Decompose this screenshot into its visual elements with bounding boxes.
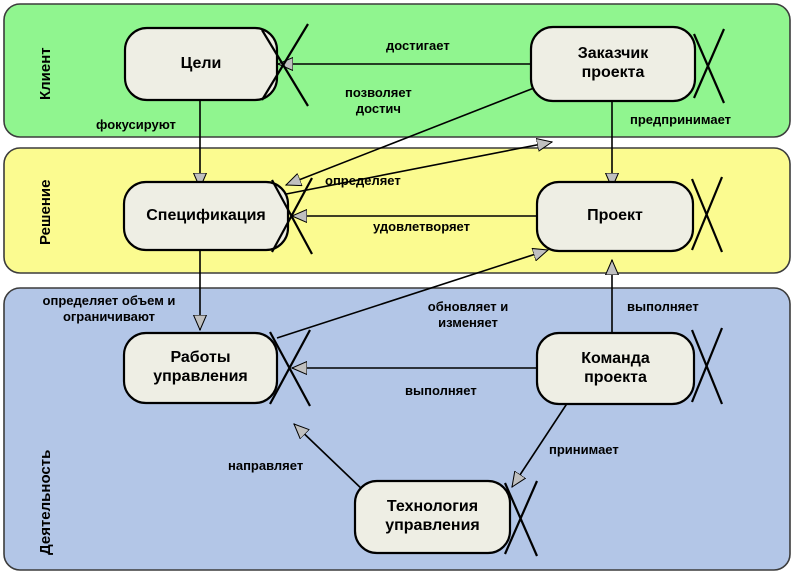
edge-label-opredelyaet-obem: определяет объем и ограничивают [19,293,199,324]
edge-label-opredelyaet-obem-line2: ограничивают [62,308,156,324]
node-project[interactable] [535,180,695,253]
cross-mark-customer-b [692,28,726,99]
edge-label-pozvolyaet-line1: позволяет [345,85,412,100]
edge-prinimaet [512,401,569,487]
cross-mark-project-b [690,176,724,251]
edge-label-obnovlyaet-izmenyaet: обновляет и изменяет [408,299,528,330]
edge-label-predprinimaet: предпринимает [630,112,732,127]
edge-label-pozvolyaet-dostich: позволяет достич [345,85,412,116]
edge-label-fokusiruyut: фокусируют [96,117,176,132]
edge-opredelyaet [275,142,552,197]
node-works[interactable] [122,331,279,405]
edge-label-napravlyaet: направляет [228,458,304,473]
cross-mark-customer-a [692,33,726,104]
band-label-activity: Деятельность [37,449,54,555]
edge-label-vypolnyaet-project: выполняет [627,299,699,314]
node-technology[interactable] [353,479,512,555]
node-goals[interactable] [123,26,279,102]
edge-label-pozvolyaet-line2: достич [355,100,401,116]
edge-pozvolyaet-dostich [286,87,535,185]
edge-label-obnovlyaet-line1: обновляет и [427,299,509,314]
edge-label-prinimaet: принимает [549,442,619,457]
edge-label-opredelyaet-obem-line1: определяет объем и [42,293,176,308]
cross-mark-spec-b [271,177,313,253]
cross-mark-works-b [269,329,311,405]
cross-mark-technology-b [503,480,539,555]
edge-napravlyaet [294,424,366,493]
node-customer[interactable] [529,25,697,103]
edge-obnovlyaet-izmenyaet [276,250,548,339]
edge-label-obnovlyaet-line2: изменяет [438,314,498,330]
node-spec[interactable] [122,180,290,252]
band-label-client: Клиент [37,47,54,100]
node-team[interactable] [535,331,696,406]
node-shape-layer [122,25,697,555]
band-label-solution: Решение [37,179,54,245]
cross-mark-team-b [690,327,724,403]
edge-label-dostigaet: достигает [386,38,450,53]
cross-mark-layer [261,23,726,557]
edge-label-opredelyaet: определяет [325,173,401,188]
edge-layer [200,64,612,493]
cross-mark-goals-a [261,29,309,107]
edge-label-udovletvoryaet: удовлетворяет [373,219,470,234]
cross-mark-goals-b [261,23,309,101]
edge-label-vypolnyaet-works: выполняет [405,383,477,398]
